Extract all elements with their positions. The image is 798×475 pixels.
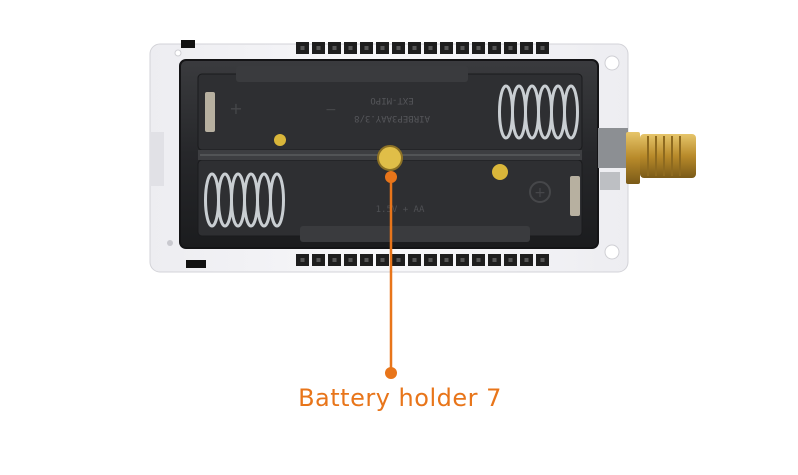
header-pin-hole xyxy=(396,258,401,262)
callout-label: Battery holder 7 xyxy=(298,384,502,412)
header-pins-bottom xyxy=(296,254,549,266)
header-pin-hole xyxy=(380,46,385,50)
header-pin-hole xyxy=(508,258,513,262)
header-pin-hole xyxy=(444,258,449,262)
holder-marking-2: AIRBEP3AAY.3/8 xyxy=(354,113,430,123)
header-pin-hole xyxy=(380,258,385,262)
header-pins-top xyxy=(296,42,549,54)
header-pin-hole xyxy=(364,46,369,50)
header-pin-hole xyxy=(348,46,353,50)
sma-connector xyxy=(598,128,696,190)
holder-markings: EXT-MIPO AIRBEP3AAY.3/8 1.5V + AA xyxy=(354,95,430,215)
holder-marking-3: 1.5V + AA xyxy=(376,205,425,215)
header-pin-hole xyxy=(412,258,417,262)
header-pin-hole xyxy=(300,258,305,262)
svg-text:−: − xyxy=(325,102,337,118)
header-pin-hole xyxy=(396,46,401,50)
header-pin-hole xyxy=(492,46,497,50)
header-pin-hole xyxy=(524,258,529,262)
spring-coil xyxy=(563,84,579,140)
spring-coil xyxy=(269,172,285,228)
header-pin-hole xyxy=(460,258,465,262)
header-pin-hole xyxy=(316,46,321,50)
header-pin-hole xyxy=(492,258,497,262)
header-pin-hole xyxy=(540,258,545,262)
header-pin-hole xyxy=(300,46,305,50)
header-pin-hole xyxy=(332,258,337,262)
spring-top-right xyxy=(498,84,579,140)
header-pin-hole xyxy=(332,46,337,50)
svg-text:+: + xyxy=(534,185,546,201)
header-pin-hole xyxy=(428,46,433,50)
header-pin-hole xyxy=(444,46,449,50)
header-pin-hole xyxy=(524,46,529,50)
header-pin-hole xyxy=(476,258,481,262)
spring-bottom-left xyxy=(204,172,285,228)
callout-leader xyxy=(385,171,397,379)
header-pin-hole xyxy=(476,46,481,50)
holder-marking-1: EXT-MIPO xyxy=(370,95,413,105)
header-pin-hole xyxy=(412,46,417,50)
header-pin-hole xyxy=(428,258,433,262)
header-pin-hole xyxy=(364,258,369,262)
header-pin-hole xyxy=(316,258,321,262)
svg-text:+: + xyxy=(229,99,242,118)
header-pin-hole xyxy=(508,46,513,50)
header-pin-hole xyxy=(348,258,353,262)
header-pin-hole xyxy=(460,46,465,50)
header-pin-hole xyxy=(540,46,545,50)
